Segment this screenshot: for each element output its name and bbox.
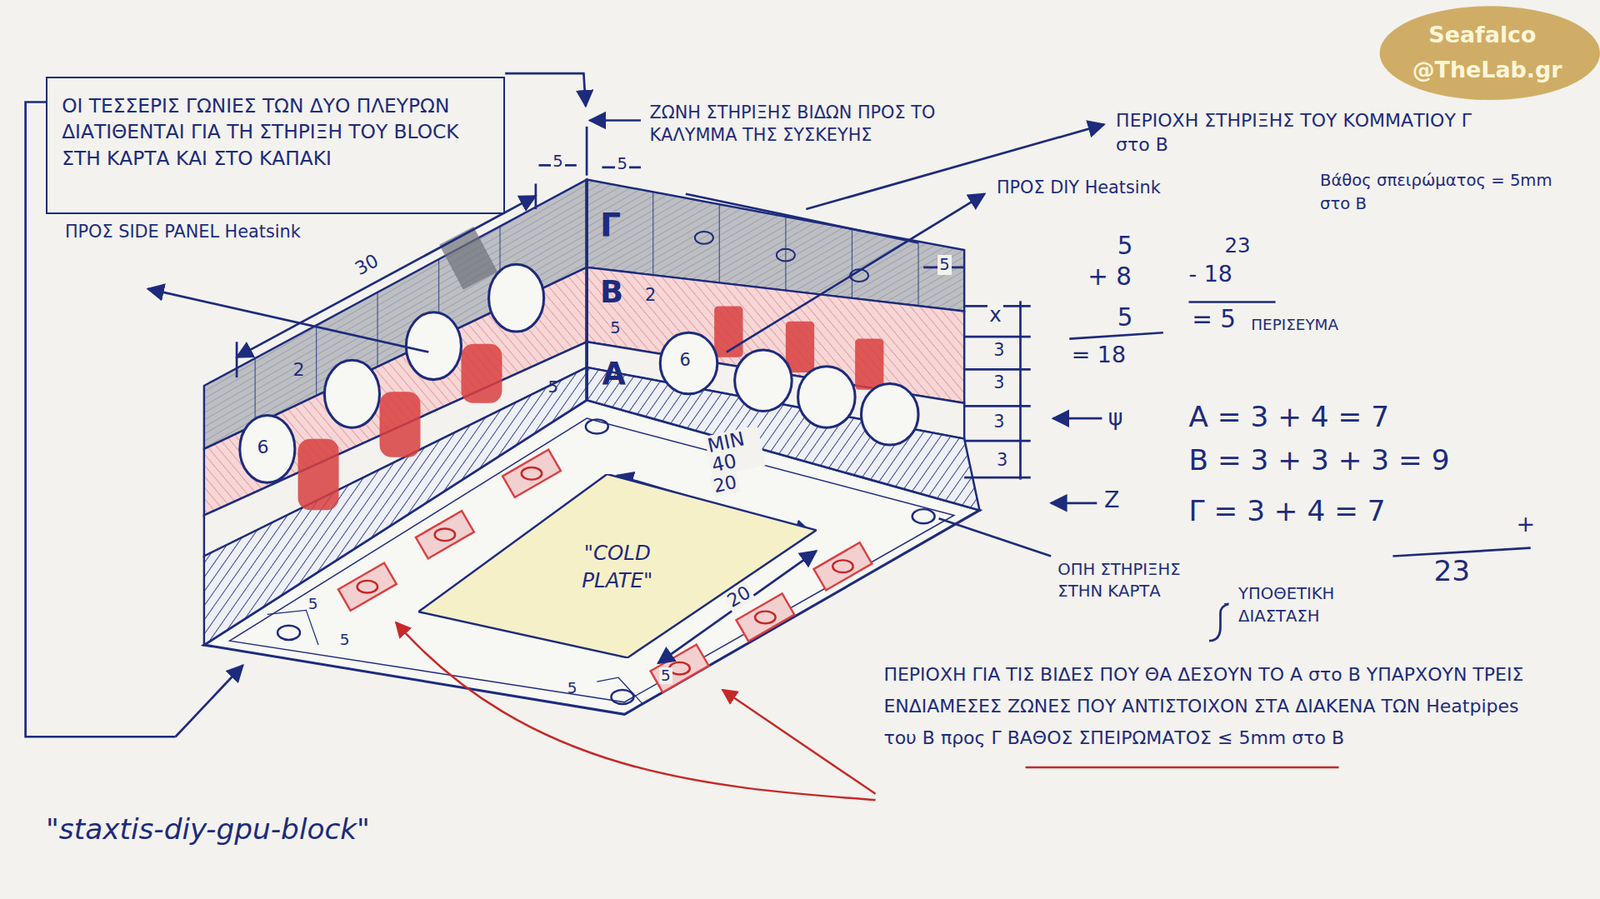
dimension: 2 bbox=[645, 285, 656, 306]
cold-plate-outline bbox=[418, 474, 817, 658]
dimension: 3 bbox=[991, 373, 1006, 393]
callout-text: Βάθος σπειρώματος = 5mm στο Β bbox=[1318, 169, 1562, 215]
calculation: 23 bbox=[1433, 555, 1470, 588]
calculation: = 5 bbox=[1191, 305, 1236, 333]
cold-plate: "COLD PLATE" bbox=[418, 474, 817, 658]
dimension: 6 bbox=[680, 350, 691, 371]
dimension: 30 bbox=[350, 248, 385, 280]
dimension: 5 bbox=[615, 154, 629, 175]
calculation: Γ = 3 + 4 = 7 bbox=[1189, 495, 1386, 528]
calculation: + bbox=[1516, 511, 1536, 537]
dimension: 5 bbox=[308, 595, 319, 613]
dimension: 5 bbox=[550, 151, 565, 172]
calculation: ΠΕΡΙΣΕΥΜΑ bbox=[1250, 316, 1339, 334]
watermark: Seafalco bbox=[1428, 22, 1536, 48]
symbol: Z bbox=[1104, 487, 1120, 513]
part-letter: Β bbox=[600, 275, 624, 310]
dimension: 3 bbox=[995, 450, 1010, 470]
calculation: 5 bbox=[1117, 304, 1134, 331]
calculation: 23 bbox=[1224, 235, 1250, 258]
dimension: 5 bbox=[610, 318, 620, 339]
symbol: ψ bbox=[1108, 405, 1124, 430]
dimension: 5 bbox=[937, 255, 951, 275]
calculation: Α = 3 + 4 = 7 bbox=[1189, 401, 1390, 434]
callout-text: ΠΡΟΣ SIDE PANEL Heatsink bbox=[63, 220, 307, 244]
calculation: - 18 bbox=[1189, 261, 1233, 287]
calculation: = 18 bbox=[1071, 342, 1126, 368]
callout-text: ΠΡΟΣ DIY Heatsink bbox=[995, 177, 1163, 199]
dimension: 5 bbox=[548, 377, 559, 398]
dimension: 3 bbox=[991, 412, 1006, 432]
note-text: ΠΕΡΙΟΧΗ ΓΙΑ ΤΙΣ ΒΙΔΕΣ ΠΟΥ ΘΑ ΔΕΣΟΥΝ ΤΟ Α… bbox=[883, 659, 1547, 754]
dimension: 5 bbox=[659, 667, 673, 685]
part-letter: Γ bbox=[600, 207, 621, 244]
callout-text: ΠΕΡΙΟΧΗ ΣΤΗΡΙΞΗΣ ΤΟΥ ΚΟΜΜΑΤΙΟΥ Γ στο Β bbox=[1114, 108, 1495, 158]
dimension: 5 bbox=[340, 631, 350, 649]
note-text: ΟΙ ΤΕΣΣΕΡΙΣ ΓΩΝΙΕΣ ΤΩΝ ΔΥΟ ΠΛΕΥΡΩΝ ΔΙΑΤΙ… bbox=[61, 92, 490, 171]
drawing-name: "staxtis-diy-gpu-block" bbox=[45, 812, 370, 847]
callout-text: ΥΠΟΘΕΤΙΚΗ ΔΙΑΣΤΑΣΗ bbox=[1236, 583, 1394, 628]
calculation: 5 bbox=[1117, 232, 1134, 260]
callout-text: ΟΠΗ ΣΤΗΡΙΞΗΣ ΣΤΗΝ ΚΑΡΤΑ bbox=[1055, 559, 1228, 604]
part-letter: Α bbox=[601, 357, 625, 391]
dimension: 5 bbox=[567, 680, 578, 697]
calculation: + 8 bbox=[1087, 263, 1132, 290]
dimension: 2 bbox=[292, 359, 305, 381]
watermark: @TheLab.gr bbox=[1412, 57, 1563, 83]
cold-plate-shape bbox=[418, 474, 817, 658]
calculation: Β = 3 + 3 + 3 = 9 bbox=[1189, 445, 1450, 477]
cold-plate-label: "COLD PLATE" bbox=[555, 539, 679, 595]
dimension: 3 bbox=[991, 340, 1006, 360]
dimension: x bbox=[987, 304, 1004, 327]
dimension: 6 bbox=[257, 436, 270, 459]
note-box: ΟΙ ΤΕΣΣΕΡΙΣ ΓΩΝΙΕΣ ΤΩΝ ΔΥΟ ΠΛΕΥΡΩΝ ΔΙΑΤΙ… bbox=[45, 76, 505, 215]
callout-text: ΖΩΝΗ ΣΤΗΡΙΞΗΣ ΒΙΔΩΝ ΠΡΟΣ ΤΟ ΚΑΛΥΜΜΑ ΤΗΣ … bbox=[648, 101, 958, 147]
